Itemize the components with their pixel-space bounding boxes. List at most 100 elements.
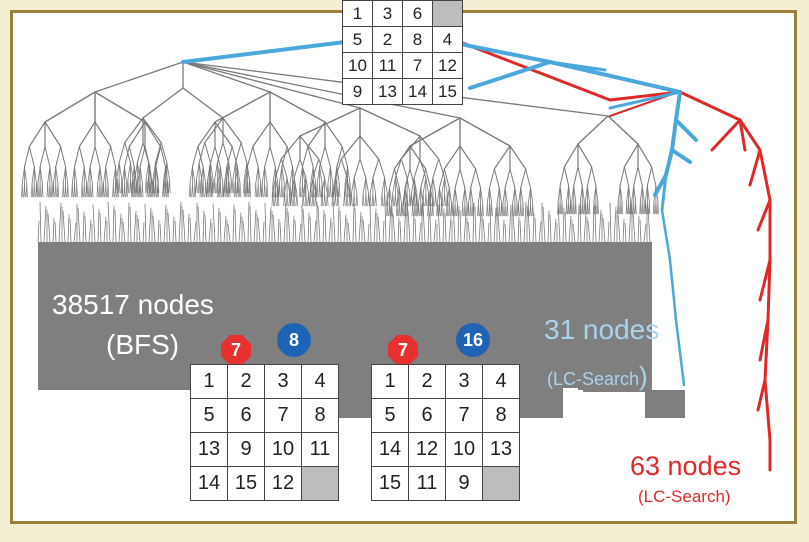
bfs-leaf-edge bbox=[118, 213, 122, 243]
bfs-edge bbox=[128, 146, 135, 168]
bfs-edge bbox=[202, 182, 205, 198]
bfs-edge bbox=[261, 166, 266, 184]
bfs-edge bbox=[152, 162, 156, 180]
bfs-edge bbox=[87, 182, 89, 198]
bfs-edge bbox=[648, 200, 651, 215]
bfs-leaf-edge bbox=[549, 214, 552, 243]
bfs-edge bbox=[97, 182, 99, 198]
bfs-edge bbox=[504, 168, 511, 189]
bfs-edge bbox=[425, 177, 429, 194]
blue-node-count: 31 nodes bbox=[544, 314, 660, 345]
bfs-edge bbox=[623, 143, 639, 168]
bfs-edge bbox=[124, 182, 126, 198]
bfs-edge bbox=[89, 146, 96, 168]
puzzle-tile: 10 bbox=[264, 432, 302, 467]
bfs-leaf-edge bbox=[602, 217, 606, 243]
bfs-leaf-edge bbox=[332, 202, 336, 243]
bfs-leaf-edge bbox=[193, 221, 197, 243]
bfs-edge bbox=[204, 142, 211, 164]
red-branch-edge bbox=[748, 148, 762, 187]
bfs-leaf-edge bbox=[444, 212, 447, 243]
bfs-leaf-edge bbox=[97, 208, 100, 243]
bfs-leaf-edge bbox=[129, 206, 132, 243]
bfs-edge bbox=[597, 200, 599, 215]
bfs-edge bbox=[252, 146, 259, 168]
bfs-edge bbox=[94, 91, 146, 123]
bfs-root-edge bbox=[182, 61, 461, 119]
bfs-edge bbox=[139, 146, 146, 168]
bfs-edge bbox=[309, 192, 312, 207]
bfs-edge bbox=[272, 177, 276, 194]
bfs-edge bbox=[470, 168, 477, 189]
bfs-edge bbox=[393, 145, 411, 170]
puzzle-tile: 4 bbox=[482, 364, 520, 399]
bfs-edge bbox=[55, 182, 57, 198]
bfs-edge bbox=[244, 182, 247, 198]
bfs-edge bbox=[155, 166, 159, 184]
bfs-edge bbox=[28, 121, 46, 148]
bfs-leaf-edge bbox=[92, 204, 96, 243]
blue-path-edge bbox=[670, 118, 678, 152]
bfs-edge bbox=[353, 158, 361, 179]
bfs-edge bbox=[78, 121, 96, 148]
bfs-edge bbox=[425, 192, 428, 207]
bfs-edge bbox=[375, 192, 377, 207]
bfs-edge bbox=[124, 117, 144, 144]
bfs-leaf-edge bbox=[579, 208, 582, 243]
bfs-edge bbox=[99, 166, 103, 184]
bfs-edge bbox=[454, 187, 458, 204]
bfs-edge bbox=[299, 107, 361, 137]
bfs-edge bbox=[214, 91, 271, 123]
bfs-edge bbox=[196, 162, 200, 180]
bfs-edge bbox=[389, 202, 391, 217]
bfs-edge bbox=[257, 182, 260, 198]
bfs-edge bbox=[477, 202, 480, 217]
bfs-leaf-edge bbox=[292, 215, 295, 243]
bfs-edge bbox=[422, 177, 427, 194]
bfs-edge bbox=[336, 166, 340, 184]
bfs-leaf-edge bbox=[287, 211, 291, 243]
bfs-leaf-edge bbox=[309, 216, 312, 243]
bfs-edge bbox=[502, 202, 504, 217]
bfs-edge bbox=[124, 166, 128, 184]
bfs-leaf-edge bbox=[448, 216, 452, 243]
bfs-leaf-edge bbox=[467, 221, 471, 243]
bfs-edge bbox=[296, 192, 298, 207]
bfs-leaf-edge bbox=[242, 220, 246, 243]
bfs-edge bbox=[493, 168, 500, 189]
bfs-edge bbox=[444, 192, 446, 207]
bfs-edge bbox=[504, 187, 508, 204]
bfs-leaf-edge bbox=[429, 215, 432, 243]
red-path-edge bbox=[763, 378, 772, 442]
bfs-leaf-edge bbox=[418, 222, 422, 243]
bfs-edge bbox=[197, 146, 204, 168]
bfs-leaf-edge bbox=[283, 203, 287, 243]
bfs-edge bbox=[395, 192, 397, 207]
bfs-edge bbox=[123, 146, 130, 168]
blue-branch-edge bbox=[468, 60, 552, 90]
bfs-edge bbox=[571, 200, 573, 215]
bfs-edge bbox=[645, 200, 647, 215]
bfs-edge bbox=[155, 142, 162, 164]
bfs-leaf-edge bbox=[384, 201, 387, 243]
bfs-leaf-edge bbox=[388, 205, 392, 243]
bfs-edge bbox=[26, 182, 28, 198]
bfs-edge bbox=[347, 166, 351, 184]
bfs-edge bbox=[237, 166, 241, 184]
bfs-leaf-edge bbox=[159, 223, 162, 243]
bfs-edge bbox=[591, 166, 597, 187]
bfs-edge bbox=[266, 182, 269, 198]
red-path-edge bbox=[738, 118, 762, 152]
bfs-edge bbox=[130, 162, 134, 180]
bfs-edge bbox=[518, 202, 520, 217]
bfs-leaf-edge bbox=[643, 223, 647, 243]
bfs-edge bbox=[398, 202, 401, 217]
bfs-edge bbox=[414, 187, 418, 204]
bfs-edge bbox=[194, 182, 196, 198]
puzzle-tile: 7 bbox=[445, 398, 483, 433]
bfs-edge bbox=[255, 166, 259, 184]
bfs-edge bbox=[223, 166, 228, 184]
bfs-edge bbox=[416, 192, 418, 207]
